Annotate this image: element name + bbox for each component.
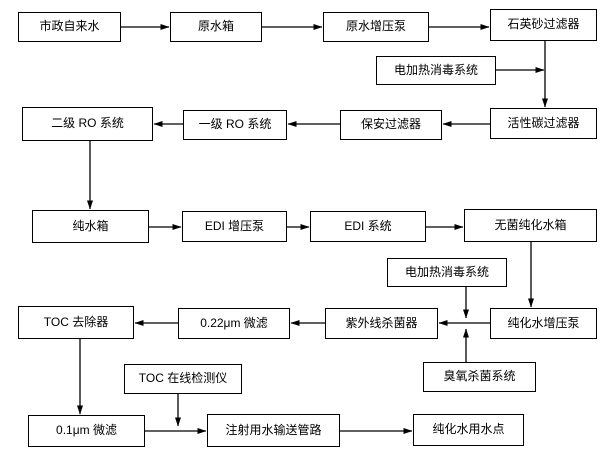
node-electric-heat-disinfection-2[interactable]: 电加热消毒系统 — [387, 258, 507, 287]
node-activated-carbon-filter[interactable]: 活性碳过滤器 — [490, 108, 597, 139]
node-label: 纯水箱 — [72, 218, 109, 233]
node-quartz-sand-filter[interactable]: 石英砂过滤器 — [490, 9, 597, 41]
node-label: 市政自来水 — [39, 19, 100, 34]
node-label: 0.1μm 微滤 — [56, 423, 117, 438]
node-label: 注射用水输送管路 — [225, 422, 322, 437]
node-ro-stage-2[interactable]: 二级 RO 系统 — [22, 107, 153, 141]
node-label: 石英砂过滤器 — [507, 17, 580, 32]
node-label: 纯化水用水点 — [432, 422, 505, 437]
node-label: 电加热消毒系统 — [404, 264, 489, 279]
node-label: 二级 RO 系统 — [51, 116, 124, 131]
node-label: EDI 增压泵 — [204, 218, 265, 233]
node-label: 电加热消毒系统 — [393, 62, 478, 77]
node-label: 一级 RO 系统 — [198, 117, 272, 132]
node-edi-system[interactable]: EDI 系统 — [310, 211, 426, 242]
node-toc-online-analyzer[interactable]: TOC 在线检测仪 — [124, 364, 242, 394]
node-pure-water-tank[interactable]: 纯水箱 — [32, 210, 149, 243]
node-label: 原水箱 — [197, 19, 234, 34]
node-microfilter-022um[interactable]: 0.22μm 微滤 — [178, 308, 290, 339]
node-label: 活性碳过滤器 — [507, 115, 580, 130]
node-sterile-purified-water-tank[interactable]: 无菌纯化水箱 — [464, 209, 597, 242]
node-uv-sterilizer[interactable]: 紫外线杀菌器 — [325, 308, 438, 339]
node-ozone-sterilization-system[interactable]: 臭氧杀菌系统 — [423, 362, 536, 392]
node-edi-booster-pump[interactable]: EDI 增压泵 — [182, 211, 287, 242]
node-toc-remover[interactable]: TOC 去除器 — [18, 306, 134, 339]
node-label: 无菌纯化水箱 — [494, 217, 567, 232]
node-electric-heat-disinfection-1[interactable]: 电加热消毒系统 — [376, 56, 496, 85]
node-label: 原水增压泵 — [345, 19, 406, 34]
node-municipal-tap-water[interactable]: 市政自来水 — [18, 12, 121, 42]
node-microfilter-01um[interactable]: 0.1μm 微滤 — [28, 415, 145, 447]
node-ro-stage-1[interactable]: 一级 RO 系统 — [183, 110, 287, 140]
node-purified-water-booster-pump[interactable]: 纯化水增压泵 — [490, 308, 597, 339]
node-label: 纯化水增压泵 — [507, 315, 580, 330]
node-label: 保安过滤器 — [360, 117, 421, 132]
node-label: 臭氧杀菌系统 — [443, 369, 516, 384]
node-label: TOC 在线检测仪 — [138, 371, 228, 386]
node-raw-water-booster-pump[interactable]: 原水增压泵 — [323, 12, 429, 42]
node-wfi-distribution-loop[interactable]: 注射用水输送管路 — [207, 414, 340, 447]
node-security-filter[interactable]: 保安过滤器 — [340, 110, 442, 140]
node-purified-water-use-point[interactable]: 纯化水用水点 — [413, 414, 524, 446]
node-label: TOC 去除器 — [43, 314, 109, 329]
node-label: 紫外线杀菌器 — [345, 315, 418, 330]
node-label: 0.22μm 微滤 — [200, 315, 268, 330]
node-label: EDI 系统 — [344, 218, 392, 233]
node-raw-water-tank[interactable]: 原水箱 — [170, 12, 262, 42]
